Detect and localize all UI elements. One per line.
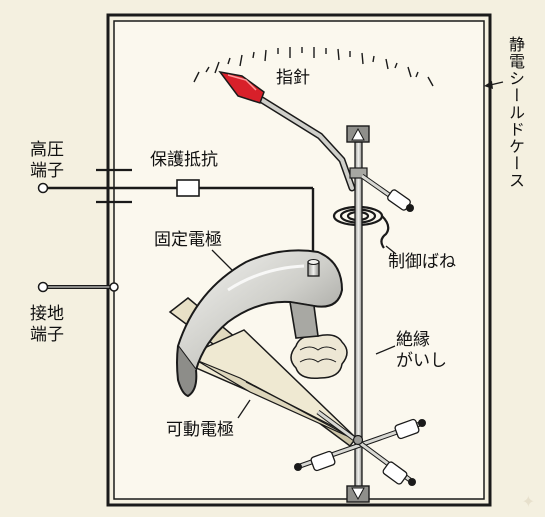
- pointer-label: 指針: [276, 68, 310, 88]
- pointer-needle: [218, 70, 356, 192]
- protective-resistor: [176, 179, 200, 197]
- insulator: [290, 334, 348, 380]
- fixed-electrode: [176, 249, 344, 398]
- insulator-label-line: がいし: [396, 351, 447, 371]
- hv-terminal-node: [37, 182, 49, 194]
- shield-leader: [484, 81, 504, 89]
- scale-ticks: [193, 47, 434, 87]
- sparkle-icon: ✦: [521, 492, 535, 511]
- hv-terminal-label-line: 高圧: [30, 140, 64, 160]
- insulator-label-line: 絶縁: [396, 330, 430, 350]
- control-spring-label: 制御ばね: [388, 252, 456, 272]
- moving-electrode: [168, 297, 358, 448]
- resistor-label: 保護抵抗: [150, 150, 218, 170]
- ground-terminal-label-line: 端子: [30, 325, 64, 345]
- hv-terminal-label-line: 端子: [30, 161, 64, 181]
- balance-cross: [294, 409, 426, 486]
- upper-damper-arm: [360, 173, 414, 212]
- moving-electrode-label: 可動電極: [166, 420, 234, 440]
- shield-case-label: 静電シールドケース: [506, 36, 525, 189]
- fixed-electrode-label: 固定電極: [154, 230, 222, 250]
- wiring: [44, 168, 315, 289]
- ground-terminal-label-line: 接地: [30, 304, 64, 324]
- ground-terminal-node: [37, 281, 119, 293]
- hv-terminal-label: 高圧 端子: [30, 140, 64, 182]
- label-leaders: [211, 245, 397, 419]
- ground-terminal-label: 接地 端子: [30, 304, 64, 346]
- spindle: [346, 125, 370, 503]
- insulator-label: 絶縁 がいし: [396, 330, 447, 372]
